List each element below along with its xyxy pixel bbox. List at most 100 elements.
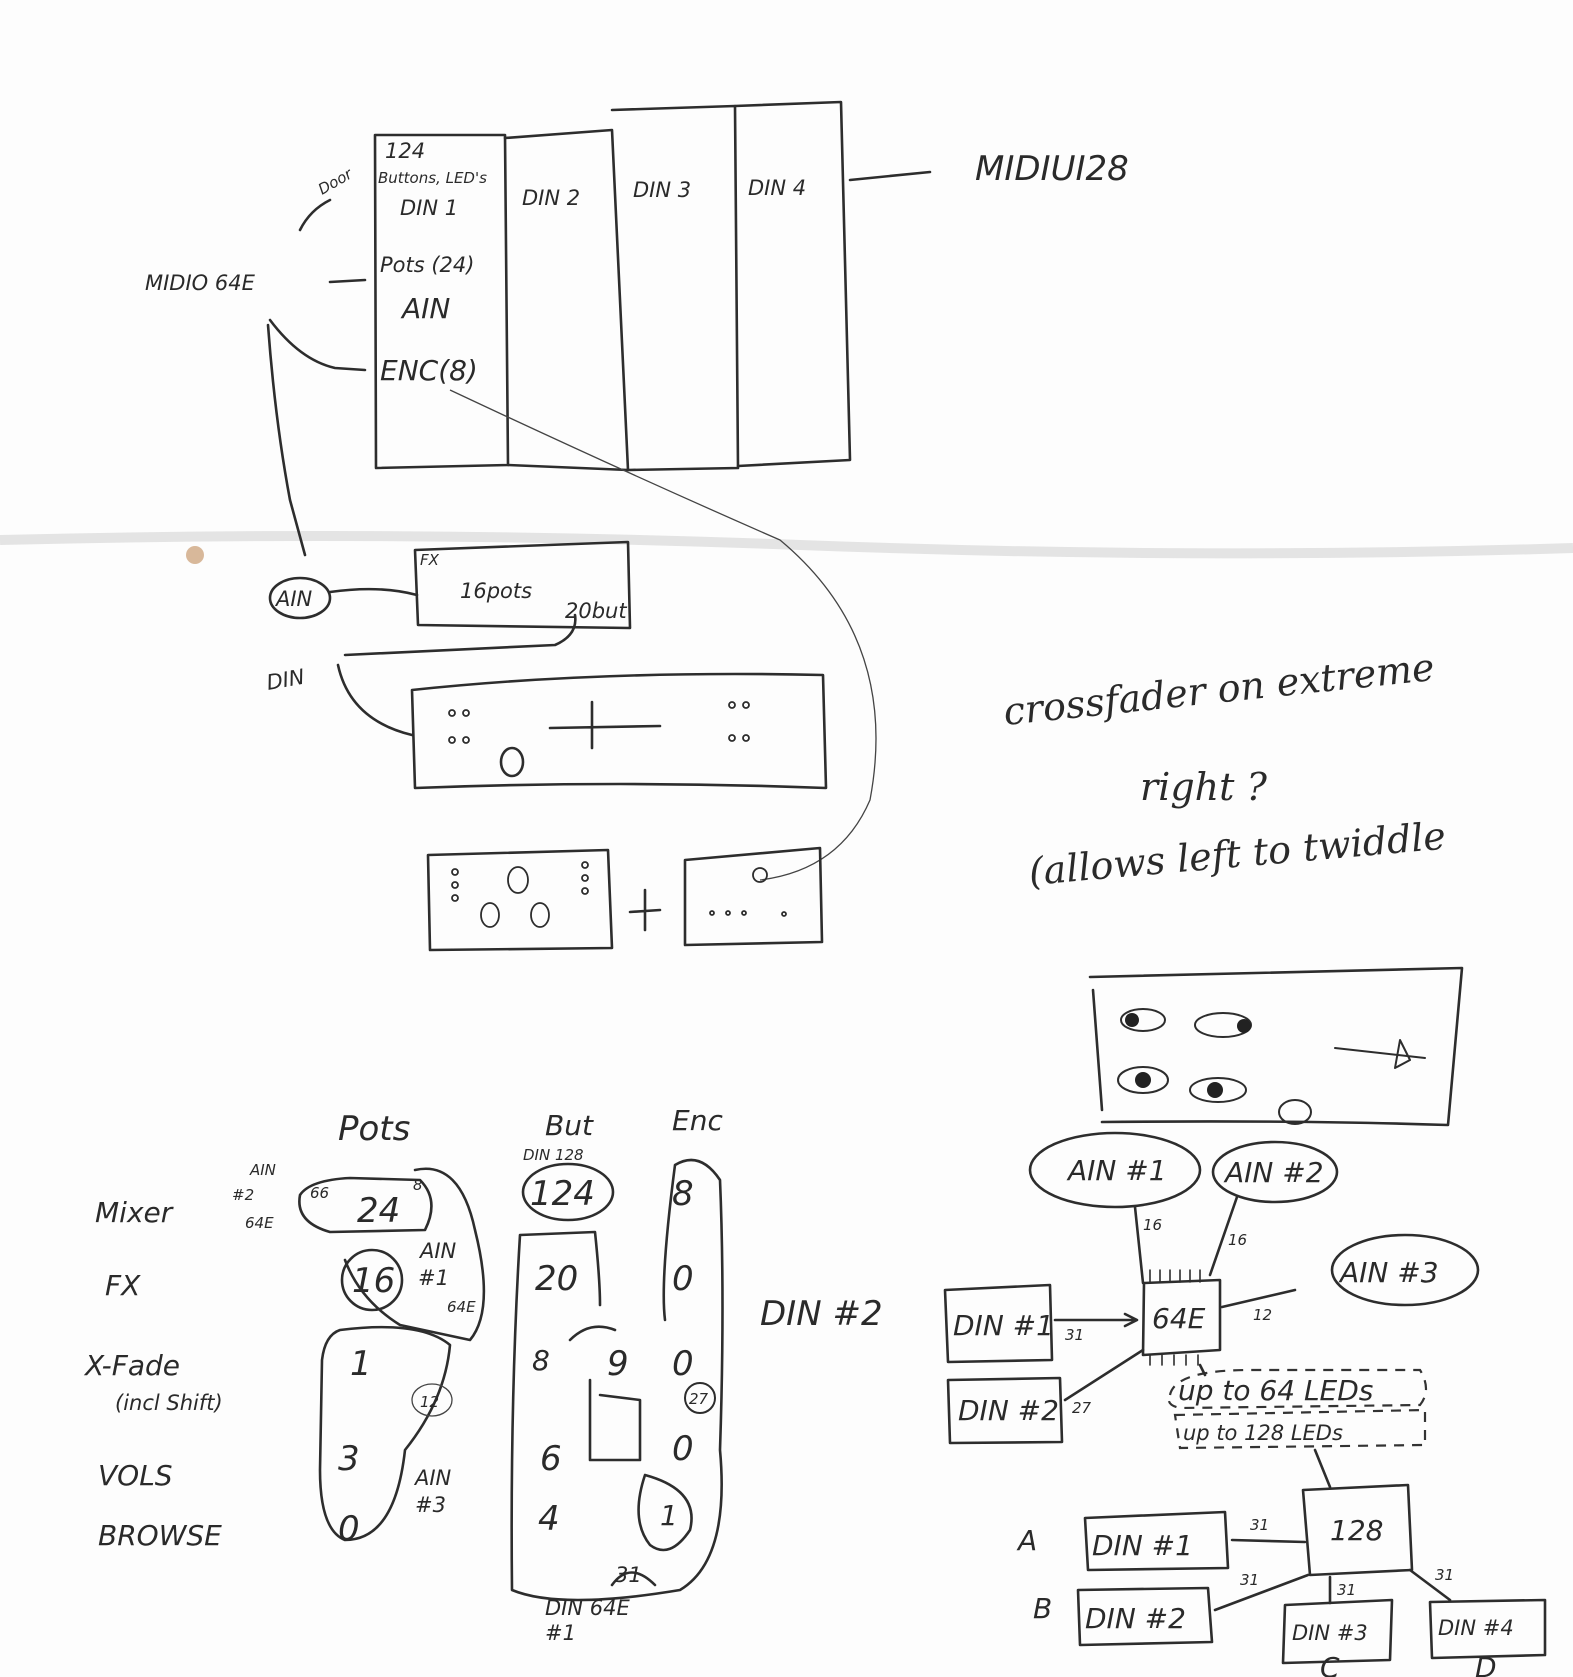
ain3-bubble — [1330, 1233, 1480, 1307]
pots-vols: 3 — [338, 1439, 360, 1479]
ain2-line1: AIN — [249, 1161, 276, 1179]
ain1-line1: AIN — [418, 1239, 457, 1263]
header-enc: Enc — [672, 1104, 723, 1137]
but-fx: 20 — [535, 1259, 578, 1299]
plus-icon — [628, 888, 662, 932]
ain2-line3: 64E — [245, 1214, 274, 1232]
w-ain2: 16 — [1228, 1231, 1247, 1249]
d-wire — [1408, 1568, 1452, 1602]
knob-eye — [1120, 1008, 1166, 1032]
pots-fx: 16 — [352, 1261, 395, 1301]
deck-knobs — [451, 861, 787, 928]
leds128-cloud — [1173, 1408, 1427, 1450]
knob — [499, 746, 525, 778]
ain-wire — [328, 587, 419, 597]
enc-mixer: 8 — [672, 1174, 694, 1214]
din4b-text: DIN #4 — [1438, 1616, 1514, 1640]
row-browse: BROWSE — [98, 1519, 222, 1552]
ain3-text: AIN #3 — [1338, 1256, 1439, 1289]
assignment-table: Pots But Enc DIN 128 Mixer FX X-Fade (in… — [83, 1104, 883, 1645]
fader-icon — [1334, 1039, 1426, 1069]
label-b: B — [1033, 1592, 1052, 1625]
ain2-bubble — [1211, 1140, 1339, 1204]
din3b-text: DIN #3 — [1292, 1621, 1368, 1645]
ain2-text: AIN #2 — [1223, 1156, 1324, 1189]
fx-label: FX — [420, 551, 440, 569]
a-wire — [1230, 1538, 1307, 1544]
ain2-line2: #2 — [232, 1186, 254, 1204]
din2-side-label: DIN #2 — [760, 1294, 883, 1334]
crossfader-note: crossfader on extreme right ? (allows le… — [1001, 645, 1447, 894]
row-xfade: X-Fade — [83, 1349, 180, 1382]
din1-text: DIN #1 — [953, 1309, 1054, 1342]
enc-xfade: 0 — [672, 1344, 694, 1384]
w-a: 31 — [1250, 1516, 1269, 1534]
controller-panel-sketch — [1088, 966, 1464, 1127]
midio64e-label: MIDIO 64E — [145, 271, 256, 295]
browse-panel — [683, 846, 824, 947]
door-leader — [298, 198, 332, 232]
31-arch — [610, 1571, 657, 1587]
din2-box — [503, 128, 630, 472]
bottom-line1: DIN 64E — [545, 1596, 630, 1620]
but-enc-group — [510, 1158, 724, 1602]
knob — [1278, 1099, 1312, 1125]
row-mixer: Mixer — [95, 1196, 174, 1229]
pots-mixer-group — [298, 1176, 433, 1234]
label-a: A — [1016, 1524, 1037, 1557]
paper-fold — [0, 531, 1573, 559]
ain-label: AIN — [400, 292, 450, 325]
door-label: Door — [315, 164, 356, 198]
din2-wire — [1063, 1348, 1145, 1402]
core-64e-label: 64E — [1152, 1302, 1206, 1335]
din1-count: 124 — [385, 139, 425, 163]
fx-pots: 16pots — [460, 579, 532, 603]
note-line3: (allows left to twiddle — [1027, 814, 1448, 894]
din-label: DIN — [265, 665, 307, 695]
header-din128: DIN 128 — [523, 1146, 584, 1164]
row-fx: FX — [105, 1269, 141, 1302]
ain1-group — [343, 1167, 486, 1342]
w-c: 31 — [1337, 1581, 1356, 1599]
w-d: 31 — [1435, 1566, 1454, 1584]
pots-lower-group — [318, 1325, 452, 1542]
enc-cable — [449, 389, 877, 881]
core-64e-box — [1141, 1278, 1222, 1357]
deck-panel — [426, 848, 614, 952]
panel-outline — [1088, 966, 1464, 1127]
knob-dots — [448, 701, 750, 744]
enc-loop — [637, 1473, 693, 1552]
din4b-box — [1428, 1598, 1547, 1660]
ain1-bubble — [1028, 1131, 1202, 1209]
din2-text: DIN #2 — [958, 1394, 1059, 1427]
ain-bubble — [268, 576, 332, 620]
ain-wires — [1133, 1195, 1297, 1309]
ain1-line3: 64E — [447, 1298, 476, 1316]
but-xfade: 9 — [607, 1344, 629, 1384]
chip-pins — [1149, 1269, 1201, 1366]
note-line1: crossfader on extreme — [1001, 645, 1436, 734]
but-31: 31 — [615, 1563, 642, 1587]
pots-mixer: 24 — [357, 1191, 400, 1231]
fx-box — [413, 540, 632, 630]
core-128-label: 128 — [1330, 1514, 1383, 1547]
din3-box — [610, 104, 740, 472]
din3b-box — [1281, 1598, 1394, 1665]
w-ain1: 16 — [1143, 1216, 1162, 1234]
but-mixer: 124 — [530, 1174, 595, 1214]
din4-label: DIN 4 — [748, 176, 806, 200]
dot — [1207, 1082, 1223, 1098]
pots-browse: 0 — [338, 1509, 360, 1549]
din1-items: Buttons, LED's — [378, 169, 487, 187]
enc-fx: 0 — [672, 1259, 694, 1299]
stain — [186, 546, 204, 564]
din4-box — [733, 100, 852, 468]
ain1-line2: #1 — [418, 1266, 449, 1290]
header-pots: Pots — [338, 1109, 410, 1149]
din1-arrow — [1053, 1312, 1139, 1328]
enc-vols: 0 — [672, 1429, 694, 1469]
din-stack: 124 Buttons, LED's DIN 1 Pots (24) AIN E… — [145, 100, 1129, 881]
leds64-cloud — [1167, 1368, 1428, 1410]
but-xfade-bracket — [568, 1325, 642, 1462]
din2b-box — [1076, 1586, 1214, 1647]
